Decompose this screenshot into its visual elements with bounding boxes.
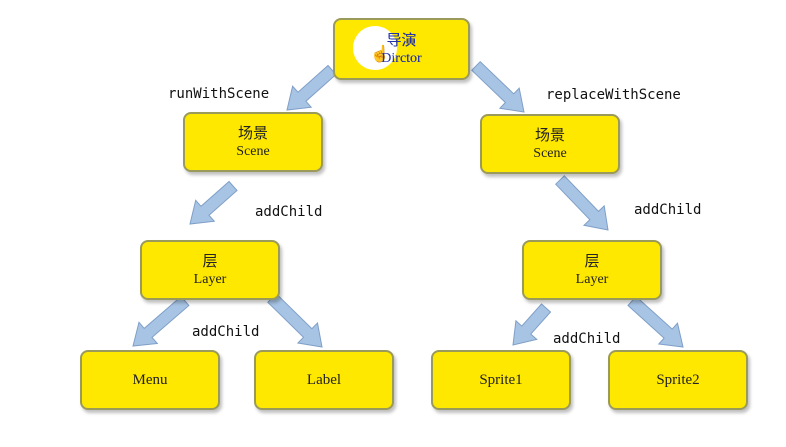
- replace-with-scene-label: replaceWithScene: [546, 87, 681, 103]
- sprite1-node: Sprite1: [431, 350, 571, 410]
- arrow-director-to-scene-right: [471, 60, 525, 113]
- scene-right-node: 场景 Scene: [480, 114, 620, 174]
- add-child-right-layer-label: addChild: [553, 331, 621, 347]
- sprite2-label: Sprite2: [656, 371, 700, 388]
- scene-right-zh-label: 场景: [534, 126, 565, 144]
- hand-pointer-icon: ☝: [370, 44, 390, 63]
- sprite1-label: Sprite1: [479, 371, 523, 388]
- layer-right-zh-label: 层: [584, 252, 600, 270]
- arrow-director-to-scene-left: [286, 64, 337, 111]
- add-child-left-layer-label: addChild: [192, 324, 260, 340]
- arrow-scene-right-to-layer-right: [554, 175, 609, 231]
- scene-left-zh-label: 场景: [237, 124, 268, 142]
- arrow-layer-left-to-label: [267, 292, 323, 348]
- add-child-right-scene-label: addChild: [634, 202, 702, 218]
- arrow-scene-left-to-layer-left: [189, 180, 238, 225]
- layer-right-en-label: Layer: [575, 272, 609, 287]
- cursor-highlight: [353, 26, 397, 70]
- layer-left-node: 层 Layer: [140, 240, 280, 300]
- arrow-layer-right-to-sprite2: [627, 295, 684, 348]
- scene-left-en-label: Scene: [236, 144, 270, 159]
- sprite2-node: Sprite2: [608, 350, 748, 410]
- scene-left-node: 场景 Scene: [183, 112, 323, 172]
- arrow-layer-right-to-sprite1: [512, 303, 552, 346]
- menu-node: Menu: [80, 350, 220, 410]
- scene-right-en-label: Scene: [533, 146, 567, 161]
- layer-left-en-label: Layer: [193, 272, 227, 287]
- label-node: Label: [254, 350, 394, 410]
- label-label: Label: [306, 371, 342, 388]
- add-child-left-scene-label: addChild: [255, 204, 323, 220]
- layer-right-node: 层 Layer: [522, 240, 662, 300]
- arrow-layer-left-to-menu: [132, 295, 190, 347]
- menu-label: Menu: [132, 371, 168, 388]
- layer-left-zh-label: 层: [202, 252, 218, 270]
- run-with-scene-label: runWithScene: [168, 86, 270, 102]
